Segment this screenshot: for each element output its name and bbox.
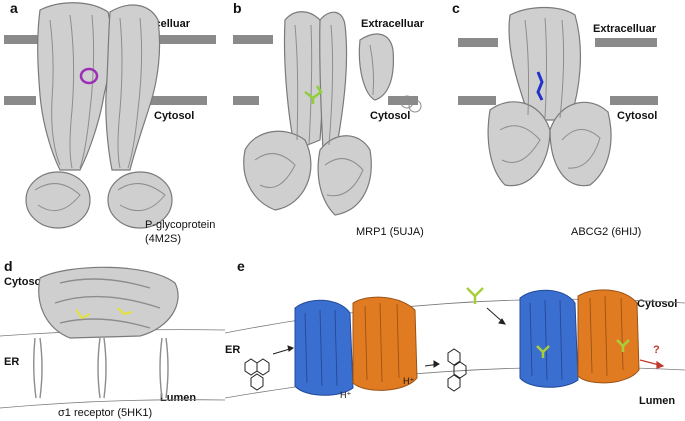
- membrane-bar-bottom-right: [610, 96, 658, 105]
- membrane-bar-bottom-left: [233, 96, 259, 105]
- er-label: ER: [4, 356, 20, 368]
- panel-d-label: d: [4, 258, 13, 274]
- membrane-bar-top-right: [595, 38, 657, 47]
- h-plus-label-2: H⁺: [403, 376, 415, 386]
- extracellular-label: Extracelluar: [361, 18, 424, 30]
- membrane-bar-bottom-right: [147, 96, 207, 105]
- panel-a: a Extracelluar Cytosol P-glycoprotein (4…: [0, 0, 225, 245]
- cytosol-label: Cytosol: [154, 110, 195, 122]
- caption-d: σ1 receptor (5HK1): [58, 407, 153, 419]
- p-glycoprotein-structure: [25, 2, 173, 229]
- caption-c: ABCG2 (6HIJ): [571, 226, 642, 238]
- caption-b: MRP1 (5UJA): [356, 226, 424, 238]
- membrane-bar-bottom-left: [4, 96, 36, 105]
- steroid-ligand-icon: [447, 348, 467, 392]
- red-arrow-icon: [639, 359, 665, 369]
- ligand-icon: [79, 67, 99, 85]
- transport-schematic: [225, 287, 685, 399]
- lumen-label: Lumen: [160, 392, 197, 404]
- ligand-icon: [536, 71, 544, 101]
- transporter-right: [519, 289, 640, 388]
- er-label: ER: [225, 344, 241, 356]
- arrow-icon: [272, 307, 506, 368]
- membrane-bar-top-left: [458, 38, 498, 47]
- cytosol-label: Cytosol: [617, 110, 658, 122]
- membrane-bar-top-left: [233, 35, 273, 44]
- panel-e: e Cytosol ER Lumen: [225, 258, 685, 421]
- sigma1-receptor-structure: [0, 266, 225, 409]
- panel-c: c Extracelluar Cytosol ABCG2 (6HIJ): [450, 0, 685, 245]
- abcg2-structure: [487, 6, 612, 187]
- cytosol-label: Cytosol: [4, 276, 45, 288]
- caption-a: P-glycoprotein (4M2S): [145, 219, 216, 245]
- ligand-icon: [466, 287, 630, 358]
- question-mark: ?: [653, 344, 660, 356]
- membrane-bar-bottom-left: [458, 96, 496, 105]
- membrane-line-bottom: [0, 399, 225, 409]
- lumen-label: Lumen: [639, 395, 676, 407]
- extracellular-label: Extracelluar: [593, 23, 656, 35]
- panel-d: d Cytosol ER Lumen σ1 receptor (5HK1): [0, 258, 225, 421]
- panel-c-label: c: [452, 0, 460, 16]
- h-plus-label-1: H⁺: [340, 390, 352, 400]
- steroid-ligand-icon: [244, 358, 270, 391]
- ligand-icon: [304, 85, 323, 104]
- panel-b: b Extracelluar Cytosol MRP1 (5UJA): [225, 0, 450, 245]
- ligand-icon: [75, 307, 133, 320]
- membrane-bar-top-left: [4, 35, 56, 44]
- membrane-bar-top-right: [124, 35, 216, 44]
- panel-e-label: e: [237, 258, 245, 274]
- panel-b-label: b: [233, 0, 242, 16]
- membrane-bar-bottom-right: [388, 96, 418, 105]
- panel-a-label: a: [10, 0, 18, 16]
- cytosol-label: Cytosol: [370, 110, 411, 122]
- mrp1-structure: [243, 11, 422, 216]
- transporter-left: [294, 296, 418, 396]
